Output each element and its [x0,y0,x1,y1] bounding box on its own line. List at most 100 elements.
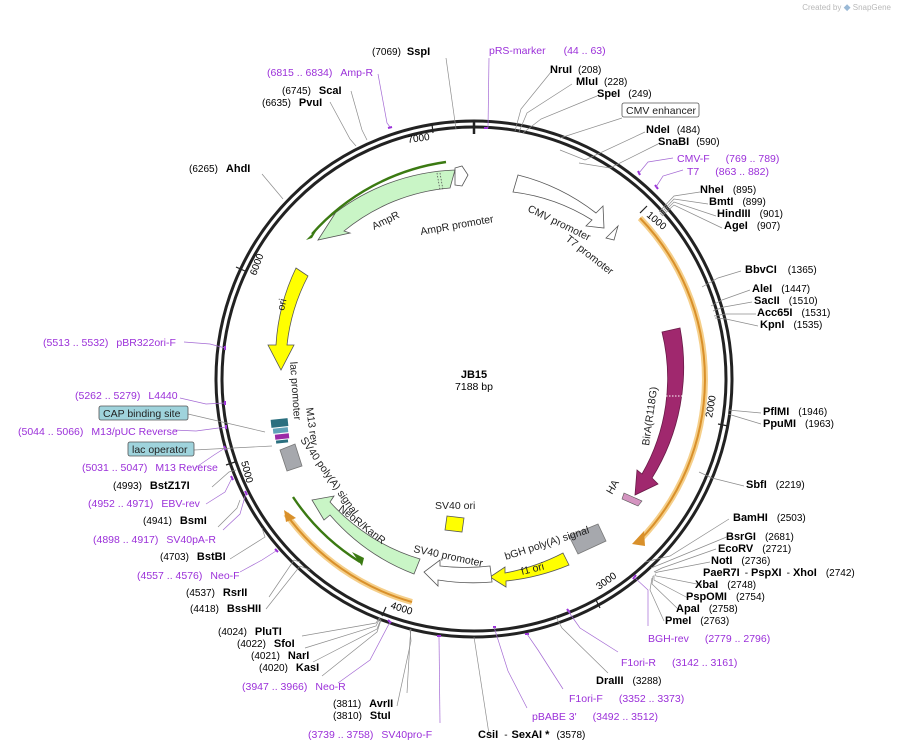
orange-arc-right-head [632,531,645,546]
site-ndei-label: NdeI(484) [646,124,700,136]
primer-l4440-label: (5262 .. 5279)L4440 [75,390,178,402]
site-scai-label: (6745)ScaI [282,85,342,97]
primer-f1ori-f-label: F1ori-F(3352 .. 3373) [569,693,684,705]
lac-promoter-box [270,418,289,428]
tick-label-2000: 2000 [704,394,719,418]
cap-site-box [275,439,289,444]
site-bstbi-label: (4703)BstBI [160,551,226,563]
primer-sv40pro-f-label: (3739 .. 3758)SV40pro-F [308,729,432,741]
feature-label-ori: ori [275,298,289,312]
orange-arc-right-line [639,217,706,541]
site-bsmi-label: (4941)BsmI [143,515,207,527]
site-bsrgi-label: BsrGI(2681) [726,531,794,543]
sv40-ori-box [444,515,465,533]
site-sacii-label: SacII(1510) [754,295,818,307]
site-stui-label: (3810)StuI [333,710,391,722]
orange-arc-left-line [285,513,413,603]
primer-labels: pRS-marker(44 .. 63) CMV-F(769 .. 789) T… [18,45,779,741]
site-nari-label: (4021)NarI [251,650,309,662]
cap-binding-site-label: CAP binding site [103,408,181,420]
site-draiii-label: DraIII(3288) [596,675,661,687]
neor-kanr-arrow [311,495,421,575]
site-pspomi-label: PspOMI(2754) [686,591,765,603]
sv40-polya-box [279,443,303,472]
primer-amp-r-label: (6815 .. 6834)Amp-R [267,67,373,79]
site-xbai-label: XbaI(2748) [695,579,756,591]
feature-label-f1-ori: f1 ori [520,561,546,578]
ori-arrow [267,267,309,371]
site-paer7i-pspxi-xhoi-label: PaeR7I-PspXI-XhoI(2742) [703,567,855,579]
site-rsrii-label: (4537)RsrII [186,587,247,599]
primer-pbabe3-label: pBABE 3'(3492 .. 3512) [532,711,658,723]
lac-operator-label: lac operator [132,444,188,456]
site-ahdi-label: (6265)AhdI [189,163,250,175]
ampr-arrow [317,169,456,241]
watermark-brand: SnapGene [852,3,891,12]
feature-label-lac-promoter: lac promoter [287,361,303,421]
primer-m13-puc-reverse-label: (5044 .. 5066)M13/pUC Reverse [18,426,178,438]
site-labels: (7069)SspI NruI(208) MluI(228) SpeI(249)… [113,46,855,741]
bira-arrow [634,327,685,496]
site-alei-label: AleI(1447) [752,283,810,295]
t7-promoter-arrow [605,224,619,241]
primer-t7-label: T7(863 .. 882) [687,166,769,178]
site-pflmi-label: PflMI(1946) [763,406,827,418]
primer-bgh-rev-label: BGH-rev(2779 .. 2796) [648,633,770,645]
site-sfoi-label: (4022)SfoI [237,638,295,650]
primer-cmv-f-label: CMV-F(769 .. 789) [677,153,779,165]
feature-label-ampr: AmpR [370,209,402,233]
lac-operator-box [272,427,289,434]
site-ecorv-label: EcoRV(2721) [718,543,791,555]
site-pvui-label: (6635)PvuI [262,97,322,109]
feature-label-bira: BirA(R118G) [640,386,660,446]
neor-inner-line [292,496,361,564]
site-nhei-label: NheI(895) [700,184,756,196]
primer-prs-marker-label: pRS-marker(44 .. 63) [489,45,606,57]
site-leaders [211,57,762,735]
tick-label-6000: 6000 [248,252,266,277]
sv40-promoter-arrow [423,559,493,587]
primer-f1ori-r-label: F1ori-R(3142 .. 3161) [621,657,737,669]
primer-leaders [172,57,684,724]
bgh-polya-box [568,523,607,555]
site-spei-label: SpeI(249) [597,88,652,100]
site-noti-label: NotI(2736) [711,555,770,567]
site-agei-label: AgeI(907) [724,220,780,232]
boxed-leaders [187,117,623,451]
site-snabi-label: SnaBI(590) [658,136,720,148]
boxed-labels: CMV enhancer CAP binding site lac operat… [98,102,700,457]
site-sbfi-label: SbfI(2219) [746,479,805,491]
site-ppumi-label: PpuMI(1963) [763,418,834,430]
ha-arrow [621,492,643,507]
f1-ori-arrow [489,552,570,588]
ampr-promoter-arrow [454,165,469,187]
site-pluti-label: (4024)PluTI [218,626,282,638]
tick-label-7000: 7000 [407,132,431,146]
plasmid-name: JB15 [461,369,487,381]
features [267,160,708,605]
site-acc65i-label: Acc65I(1531) [757,307,830,319]
primer-neo-r-label: (3947 .. 3966)Neo-R [242,681,346,693]
orange-arc-left-head [284,510,296,522]
site-kpni-label: KpnI(1535) [760,319,822,331]
site-kasi-label: (4020)KasI [259,662,319,674]
feature-label-m13-rev: M13 rev [303,407,320,447]
feature-label-t7-promoter: T7 promoter [563,233,616,278]
snapgene-logo-icon: ◆ [843,2,851,12]
primer-sv40pa-r-label: (4898 .. 4917)SV40pA-R [93,534,216,546]
neor-inner-arrowhead [352,552,364,566]
site-sspi-label: (7069)SspI [372,46,430,58]
site-bsshii-label: (4418)BssHII [190,603,261,615]
site-avrii-label: (3811)AvrII [333,698,393,710]
snapgene-watermark: Created by ◆ SnapGene [802,2,891,13]
feature-label-sv40-ori: SV40 ori [435,500,475,512]
plasmid-length: 7188 bp [455,381,493,393]
primer-m13-reverse-label: (5031 .. 5047)M13 Reverse [82,462,218,474]
site-apai-label: ApaI(2758) [676,603,738,615]
site-bamhi-label: BamHI(2503) [733,512,806,524]
site-bmti-label: BmtI(899) [709,196,766,208]
cap-binding-site-label-box: CAP binding site [98,405,189,421]
site-mlui-label: MluI(228) [576,76,627,88]
site-bstz17i-label: (4993)BstZ17I [113,480,190,492]
